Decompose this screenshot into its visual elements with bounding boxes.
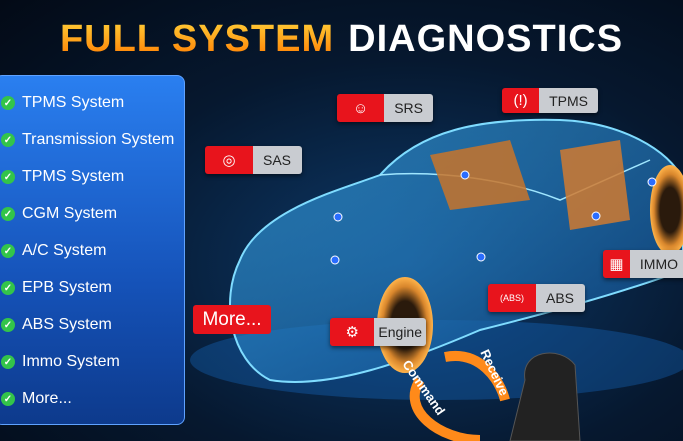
check-icon: ✓ (1, 207, 15, 221)
list-item: ✓ Transmission System (1, 125, 174, 155)
airbag-icon: ☺ (337, 94, 385, 122)
tag-tpms: (!)TPMS (502, 88, 598, 113)
engine-icon: ⚙ (330, 318, 375, 346)
tag-label: SAS (253, 146, 302, 174)
tag-label: SRS (384, 94, 433, 122)
headline-white: DIAGNOSTICS (348, 18, 624, 60)
check-icon: ✓ (1, 355, 15, 369)
tag-label: TPMS (539, 88, 598, 113)
car-illustration (190, 118, 683, 441)
list-item: ✓ TPMS System (1, 88, 124, 118)
item-label: TPMS System (22, 168, 125, 185)
tag-sas: ◎SAS (205, 146, 302, 174)
list-item: ✓ TPMS System (1, 162, 124, 192)
item-label: CGM System (22, 205, 118, 222)
tag-immo: ▦IMMO (603, 250, 683, 278)
check-icon: ✓ (1, 170, 15, 184)
tag-engine: ⚙Engine (330, 318, 426, 346)
check-icon: ✓ (1, 96, 15, 110)
item-label: More... (22, 390, 72, 407)
list-item: ✓ CGM System (1, 199, 117, 229)
item-label: TPMS System (22, 94, 125, 111)
item-label: EPB System (22, 279, 112, 296)
tag-srs: ☺SRS (337, 94, 433, 122)
tag-label: IMMO (629, 250, 683, 278)
tag-label: Engine (374, 318, 426, 346)
check-icon: ✓ (1, 392, 15, 406)
tag-abs: (ABS)ABS (488, 284, 585, 312)
check-icon: ✓ (1, 244, 15, 258)
check-icon: ✓ (1, 133, 15, 147)
item-label: A/C System (22, 242, 107, 259)
tire-pressure-icon: (!) (502, 88, 540, 113)
list-item: ✓ More... (1, 384, 72, 414)
list-item: ✓ A/C System (1, 236, 106, 266)
abs-icon: (ABS) (488, 284, 536, 312)
list-item: ✓ Immo System (1, 347, 120, 377)
item-label: ABS System (22, 316, 112, 333)
system-list-panel: ✓ TPMS System ✓ Transmission System ✓ TPMS … (0, 75, 185, 425)
list-item: ✓ EPB System (1, 273, 112, 303)
tag-label: ABS (536, 284, 585, 312)
headline-orange: FULL SYSTEM (59, 18, 335, 60)
headline: FULL SYSTEM DIAGNOSTICS (0, 18, 683, 61)
check-icon: ✓ (1, 281, 15, 295)
more-badge: More... (193, 305, 271, 334)
item-label: Immo System (22, 353, 120, 370)
key-chip-icon: ▦ (603, 250, 630, 278)
item-label: Transmission System (22, 131, 175, 148)
steering-wheel-icon: ◎ (205, 146, 253, 174)
check-icon: ✓ (1, 318, 15, 332)
list-item: ✓ ABS System (1, 310, 112, 340)
